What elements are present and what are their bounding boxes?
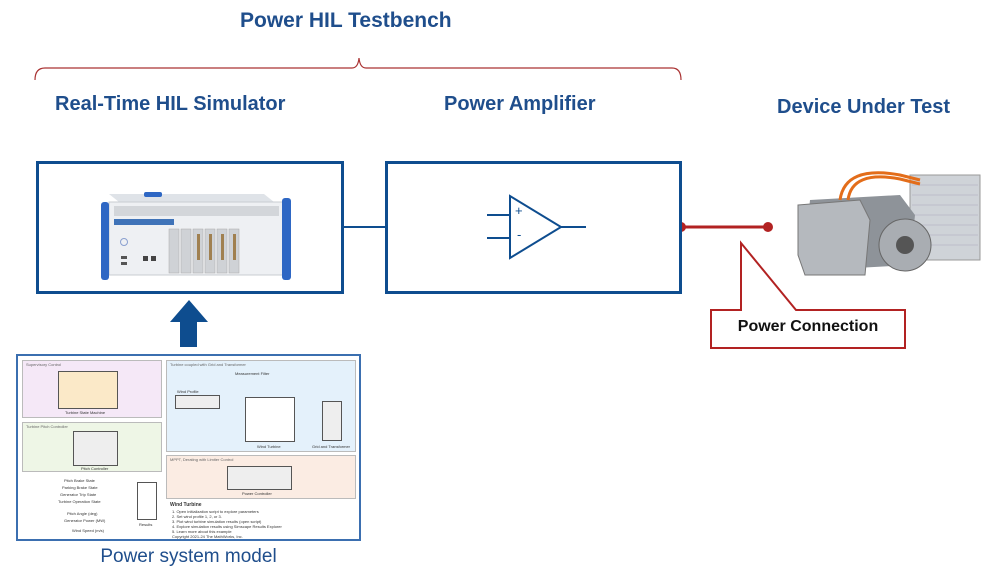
device-under-test-image — [797, 171, 981, 276]
dut-heading: Device Under Test — [777, 96, 951, 118]
wind-turbine-notes: Wind Turbine 1. Open initialization scri… — [170, 502, 282, 539]
results-section: Pitch Brake State Parking Brake State Ge… — [22, 476, 162, 536]
supervisory-control-panel: Supervisory Control Turbine State Machin… — [22, 360, 162, 418]
hil-simulator-image — [101, 192, 291, 280]
op-amp-icon — [487, 194, 586, 260]
simulator-heading: Real-Time HIL Simulator — [55, 93, 286, 115]
power-terminal-dut — [763, 222, 773, 232]
power-system-model-thumbnail: Supervisory Control Turbine State Machin… — [16, 354, 361, 541]
op-amp-plus: + — [515, 203, 523, 218]
testbench-brace — [34, 57, 682, 81]
turbine-grid-panel: Turbine coupled with Grid and Transforme… — [166, 360, 356, 452]
testbench-title: Power HIL Testbench — [240, 9, 452, 32]
power-amplifier-box: + - — [385, 161, 682, 294]
amplifier-heading: Power Amplifier — [444, 93, 596, 115]
pitch-controller-panel: Turbine Pitch Controller Pitch Controlle… — [22, 422, 162, 472]
power-connection-label: Power Connection — [737, 318, 879, 335]
arrow-up-icon — [170, 300, 208, 347]
mppt-panel: MPPT, Derating with Limiter Control Powe… — [166, 455, 356, 499]
op-amp-minus: - — [517, 227, 522, 242]
model-caption: Power system model — [100, 546, 277, 567]
simulator-box — [36, 161, 344, 294]
